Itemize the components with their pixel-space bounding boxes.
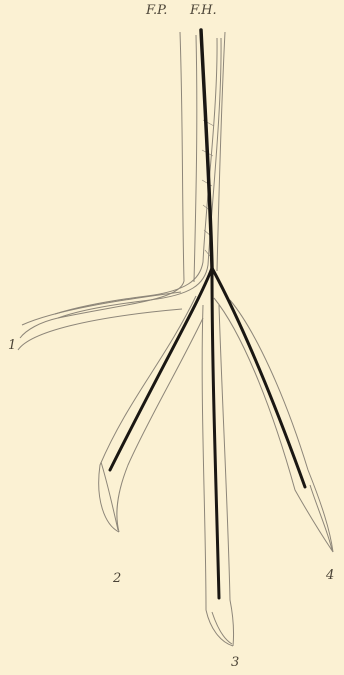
- toe-1-outline: [18, 292, 182, 350]
- label-flexor-perforans: F.P.: [146, 4, 167, 17]
- label-digit-2: 2: [113, 572, 121, 585]
- leg-outline: [20, 32, 225, 338]
- toe-2-outline: [99, 296, 203, 532]
- label-digit-4: 4: [326, 569, 334, 582]
- label-digit-1: 1: [8, 339, 16, 352]
- flexor-hallucis-tendon: [110, 30, 305, 598]
- label-digit-3: 3: [231, 656, 239, 669]
- label-flexor-hallucis: F.H.: [190, 4, 217, 17]
- toe-4-outline: [214, 298, 333, 552]
